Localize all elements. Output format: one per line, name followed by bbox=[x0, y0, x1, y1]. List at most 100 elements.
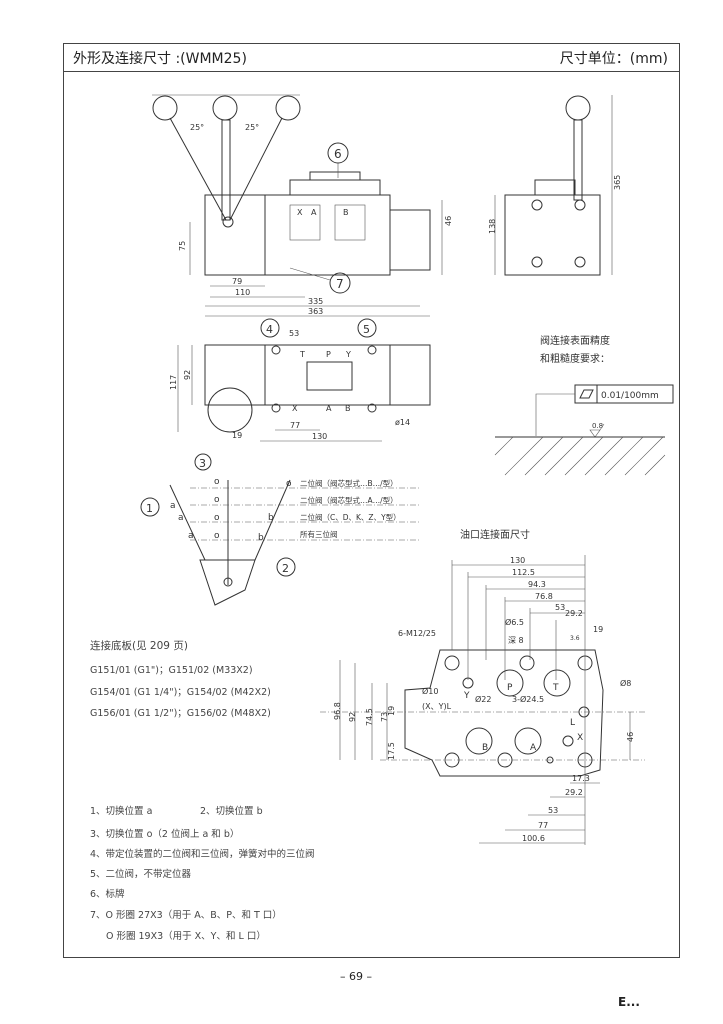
dim-46: 46 bbox=[626, 732, 635, 742]
legend-item: O 形圈 19X3（用于 X、Y、和 L 口） bbox=[106, 931, 266, 942]
port-a: A bbox=[326, 404, 332, 413]
dim-138: 138 bbox=[488, 219, 497, 234]
port-t: T bbox=[552, 683, 559, 693]
dim-74-5: 74.5 bbox=[365, 708, 374, 726]
port-t: T bbox=[299, 350, 305, 359]
surface-requirement: 阀连接表面精度 和粗糙度要求： 0.01/100mm 0.8 bbox=[494, 334, 674, 476]
flatness-value: 0.01/100mm bbox=[601, 391, 659, 401]
port-x: X bbox=[577, 733, 583, 743]
dim-19: 19 bbox=[593, 625, 603, 634]
hatch bbox=[494, 436, 666, 476]
side-body bbox=[504, 194, 601, 276]
port-y: Y bbox=[345, 350, 351, 359]
dim-365: 365 bbox=[613, 175, 622, 190]
note-depth-8: 深 8 bbox=[508, 636, 524, 645]
angle-left: 25° bbox=[190, 123, 204, 132]
dim-117: 117 bbox=[169, 375, 178, 390]
lever-housing bbox=[204, 194, 266, 276]
top-body bbox=[204, 344, 431, 406]
port-face: 油口连接面尺寸 P T Y L X B A bbox=[320, 528, 645, 845]
dim-77: 77 bbox=[290, 421, 300, 430]
note-xyl: (X、Y)L bbox=[422, 702, 452, 711]
pos-label: b bbox=[258, 533, 264, 543]
callout-3-label: 3 bbox=[199, 457, 206, 470]
legend-item: 2、切换位置 b bbox=[200, 806, 263, 817]
side-view: 365 138 bbox=[488, 95, 622, 276]
port-x: X bbox=[292, 404, 298, 413]
dim-112-5: 112.5 bbox=[512, 568, 535, 577]
dim-96-8: 96.8 bbox=[333, 702, 342, 720]
dim-29-2: 29.2 bbox=[565, 788, 583, 797]
lever-ball-left bbox=[152, 95, 178, 121]
port-face-title: 油口连接面尺寸 bbox=[460, 528, 530, 541]
legend-item: 1、切换位置 a bbox=[90, 806, 153, 817]
base-plate-row: G154/01 (G1 1/4")；G154/02 (M42X2) bbox=[90, 687, 271, 698]
pos-label: a bbox=[178, 513, 184, 523]
dim-77: 77 bbox=[538, 821, 548, 830]
angle-right: 25° bbox=[245, 123, 259, 132]
header: 外形及连接尺寸 :(WMM25) 尺寸单位：(mm) bbox=[63, 43, 680, 72]
callout-7-label: 7 bbox=[336, 277, 344, 291]
footer-mark: E... bbox=[618, 995, 640, 1009]
legend-item: 6、标牌 bbox=[90, 889, 125, 900]
base-plate-row: G151/01 (G1")；G151/02 (M33X2) bbox=[90, 665, 253, 676]
port-b: B bbox=[343, 208, 349, 217]
callout-4-label: 4 bbox=[266, 323, 273, 336]
dim-53: 53 bbox=[555, 603, 565, 612]
page-number: – 69 – bbox=[340, 970, 372, 983]
dim-46: 46 bbox=[444, 216, 453, 226]
position-line-1: 二位阀（阀芯型式…B…/型） bbox=[300, 478, 398, 488]
surface-title-1: 阀连接表面精度 bbox=[540, 334, 610, 347]
pos-label: o bbox=[214, 495, 220, 505]
dim-53: 53 bbox=[548, 806, 558, 815]
dim-73: 73 bbox=[380, 712, 389, 722]
dim-29-2: 29.2 bbox=[565, 609, 583, 618]
dim-75: 75 bbox=[178, 241, 187, 251]
lever bbox=[221, 119, 231, 221]
dim-3-6: 3.6 bbox=[570, 635, 580, 642]
dim-110: 110 bbox=[235, 288, 250, 297]
callout-6-label: 6 bbox=[334, 147, 342, 161]
position-line-3: 二位阀（C、D、K、Z、Y型） bbox=[300, 512, 401, 522]
base-plate-title: 连接底板(见 209 页) bbox=[90, 640, 188, 652]
dim-79: 79 bbox=[232, 277, 242, 286]
dim-17-3: 17.3 bbox=[572, 774, 590, 783]
callout-5-label: 5 bbox=[363, 323, 370, 336]
dim-19: 19 bbox=[387, 706, 396, 716]
port-a: A bbox=[530, 743, 537, 753]
dim-53: 53 bbox=[289, 329, 299, 338]
pos-label: a bbox=[188, 531, 194, 541]
valve-body bbox=[264, 194, 391, 276]
dim-100-6: 100.6 bbox=[522, 834, 545, 843]
legend-item: 7、O 形圈 27X3（用于 A、B、P、和 T 口） bbox=[90, 910, 282, 921]
pos-label: o bbox=[214, 531, 220, 541]
note-d24-5: 3-Ø24.5 bbox=[512, 694, 544, 704]
top-view: 4 5 T P Y X A B 53 117 92 77 130 19 ø14 bbox=[169, 318, 431, 442]
port-l: L bbox=[570, 718, 575, 728]
dim-363: 363 bbox=[308, 307, 323, 316]
port-face-outline bbox=[404, 649, 604, 777]
callout-1-label: 1 bbox=[146, 502, 153, 515]
unit-label: 尺寸单位：(mm) bbox=[559, 51, 668, 67]
dim-76-8: 76.8 bbox=[535, 592, 553, 601]
dim-17-5: 17.5 bbox=[387, 742, 396, 760]
pos-label: o bbox=[214, 513, 220, 523]
page-title: 外形及连接尺寸 :(WMM25) bbox=[73, 51, 247, 67]
port-x: X bbox=[297, 208, 303, 217]
note-m12: 6-M12/25 bbox=[398, 629, 436, 638]
pos-label: o bbox=[214, 477, 220, 487]
port-p: P bbox=[507, 683, 513, 693]
dim-92: 92 bbox=[348, 712, 357, 722]
positions-diagram: 3 1 2 o o a o a b o a o b 二位阀（阀芯型式…B…/型）… bbox=[140, 453, 420, 606]
port-b: B bbox=[482, 743, 488, 753]
note-d6-5: Ø6.5 bbox=[505, 617, 524, 627]
lever-ball-center bbox=[212, 95, 238, 121]
roughness-value: 0.8 bbox=[592, 422, 603, 430]
position-line-4: 所有三位阀 bbox=[300, 529, 338, 539]
legend-item: 3、切换位置 o（2 位阀上 a 和 b） bbox=[90, 829, 240, 840]
legend-item: 4、带定位装置的二位阀和三位阀，弹簧对中的三位阀 bbox=[90, 849, 315, 860]
port-y: Y bbox=[463, 691, 470, 701]
dim-19: 19 bbox=[232, 431, 242, 440]
dim-d14: ø14 bbox=[395, 418, 410, 427]
